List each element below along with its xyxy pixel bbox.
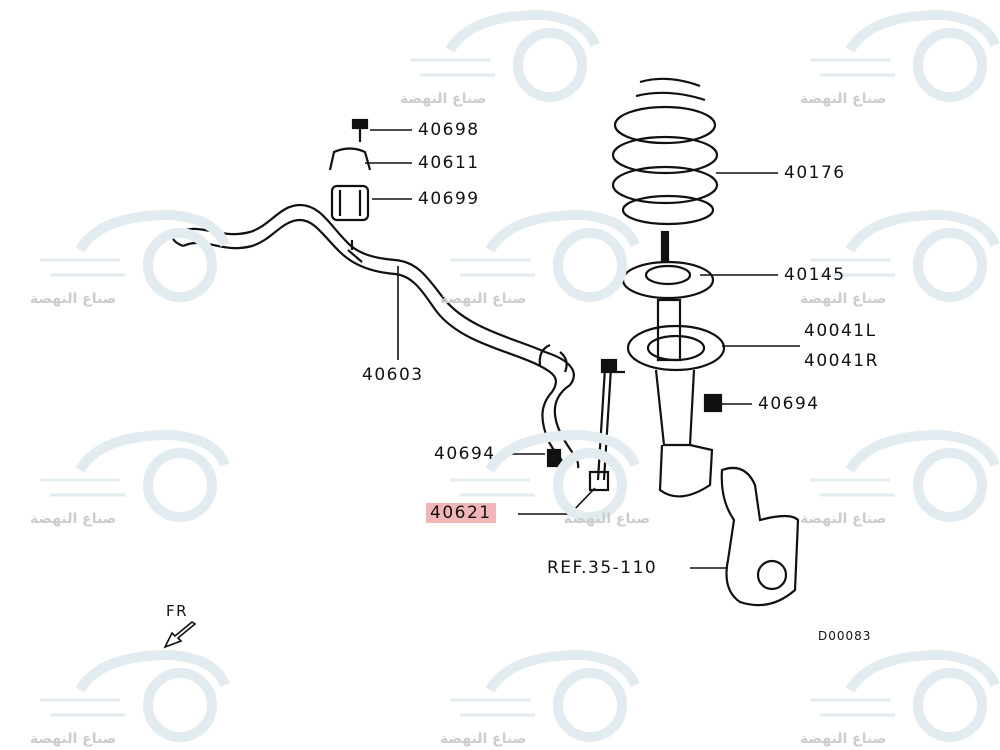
stabilizer-bushing-set <box>328 118 372 263</box>
callout-40041l[interactable]: 40041L <box>804 321 877 341</box>
callout-40611[interactable]: 40611 <box>418 153 480 173</box>
diagram-code: D00083 <box>818 629 872 643</box>
callout-40694-left[interactable]: 40694 <box>434 444 496 464</box>
callout-40698[interactable]: 40698 <box>418 120 480 140</box>
coil-spring <box>611 77 719 226</box>
steering-knuckle <box>720 466 800 607</box>
direction-label: FR <box>166 602 189 620</box>
front-direction-arrow-icon <box>163 621 197 649</box>
reference-label[interactable]: REF.35-110 <box>547 558 658 578</box>
callout-40621-highlighted[interactable]: 40621 <box>426 503 496 523</box>
callout-40699[interactable]: 40699 <box>418 189 480 209</box>
callout-40041r[interactable]: 40041R <box>804 351 879 371</box>
stabilizer-bar <box>171 203 580 471</box>
stabilizer-link <box>546 358 625 492</box>
spring-seat <box>621 230 715 300</box>
strut-assembly <box>626 298 726 498</box>
callout-40603[interactable]: 40603 <box>362 365 424 385</box>
callout-40145[interactable]: 40145 <box>784 265 846 285</box>
callout-40176[interactable]: 40176 <box>784 163 846 183</box>
callout-40694-right[interactable]: 40694 <box>758 394 820 414</box>
